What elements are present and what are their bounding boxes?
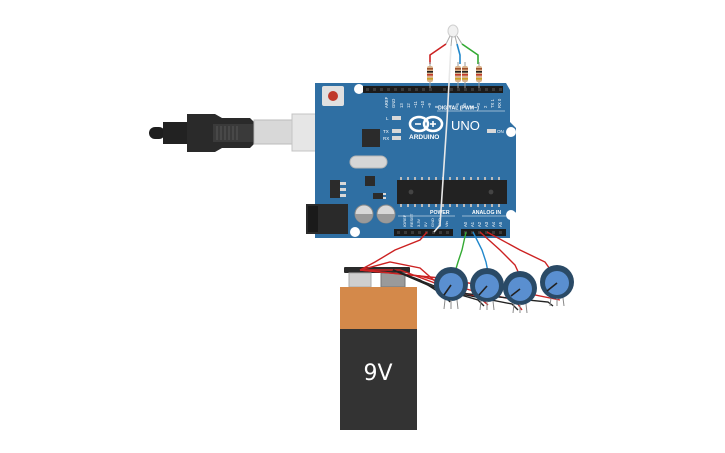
arduino-logo	[408, 115, 444, 133]
resistor[interactable]	[462, 62, 468, 88]
mount-hole	[350, 227, 360, 237]
mount-hole	[506, 127, 516, 137]
digital-pin-labels: AREF GND 13 12 ~11 ~10 ~9 8 7 ~6 ~5 4 ~3…	[384, 96, 502, 108]
led-label-l: L	[386, 116, 389, 121]
voltage-regulator	[330, 180, 340, 198]
battery-label: 9V	[363, 361, 392, 386]
atmega-chip	[397, 177, 507, 207]
pin-label-ioref: IOREF	[402, 214, 407, 227]
pin-label-reset: RESET	[409, 213, 414, 227]
led-wires	[429, 43, 479, 64]
pin-label-vin: Vin	[444, 221, 449, 227]
capacitor	[376, 204, 396, 224]
crystal-oscillator	[349, 155, 388, 169]
pin-label-a2: A2	[477, 221, 482, 227]
wire-ground-led[interactable]	[433, 45, 452, 233]
pin-label-a0: A0	[463, 221, 468, 227]
resistor[interactable]	[476, 62, 482, 88]
pin-label-3v3: 3.3V	[416, 218, 421, 227]
pin-label-d3: ~3	[476, 103, 481, 108]
pin-label-a4: A4	[491, 221, 496, 227]
rgb-led[interactable]	[445, 24, 463, 47]
pin-label-gnd1: GND	[430, 218, 435, 227]
pin-label-d12: 12	[406, 103, 411, 108]
led-label-on: ON	[497, 129, 504, 134]
digital-header[interactable]	[363, 86, 503, 93]
usb-chip	[362, 129, 380, 147]
pin-label-aref: AREF	[384, 96, 389, 108]
mount-hole	[354, 84, 364, 94]
capacitor	[354, 204, 374, 224]
pin-label-d5: ~5	[462, 103, 467, 108]
analog-label: ANALOG IN	[472, 210, 501, 216]
pin-label-a1: A1	[470, 221, 475, 227]
battery-9v[interactable]: 9V	[340, 267, 417, 430]
pin-label-gnd: GND	[391, 99, 396, 108]
arduino-uno-board[interactable]: AREF GND 13 12 ~11 ~10 ~9 8 7 ~6 ~5 4 ~3…	[306, 83, 516, 238]
pin-label-d9: ~9	[427, 103, 432, 108]
pin-label-d8: 8	[434, 105, 439, 108]
mount-hole	[506, 210, 516, 220]
usb-cable[interactable]	[149, 113, 345, 152]
resistor[interactable]	[427, 62, 433, 88]
power-header[interactable]	[394, 229, 453, 236]
led-label-tx: TX	[383, 129, 389, 134]
analog-pin-labels: A0 A1 A2 A3 A4 A5	[463, 221, 503, 227]
digital-label: DIGITAL (PWM~)	[438, 106, 479, 112]
pin-label-d7: 7	[448, 105, 453, 108]
power-label: POWER	[430, 210, 450, 216]
pin-label-d1: TX 1	[490, 98, 495, 108]
pin-label-d10: ~10	[420, 100, 425, 108]
pin-label-a5: A5	[498, 221, 503, 227]
dc-power-jack[interactable]	[306, 204, 348, 234]
status-leds: L TX RX ON	[383, 116, 504, 141]
potentiometer[interactable]	[434, 267, 468, 310]
small-chip	[365, 176, 375, 186]
brand-label: ARDUINO	[409, 134, 439, 141]
model-label: UNO	[451, 118, 480, 133]
reset-button[interactable]	[322, 86, 344, 106]
potentiometer[interactable]	[540, 265, 574, 307]
led-label-rx: RX	[383, 136, 389, 141]
pin-label-d13: 13	[399, 103, 404, 108]
pin-label-d11: ~11	[413, 101, 418, 108]
potentiometer[interactable]	[470, 268, 504, 311]
pin-label-d4: 4	[469, 105, 474, 108]
pin-label-d2: 2	[483, 105, 488, 108]
pin-label-5v: 5V	[423, 222, 428, 227]
potentiometer[interactable]	[503, 271, 537, 314]
pin-label-d0: RX 0	[497, 98, 502, 108]
analog-header[interactable]	[461, 229, 506, 236]
pin-label-a3: A3	[484, 221, 489, 227]
resistor[interactable]	[455, 62, 461, 88]
pin-label-d6: ~6	[455, 103, 460, 108]
